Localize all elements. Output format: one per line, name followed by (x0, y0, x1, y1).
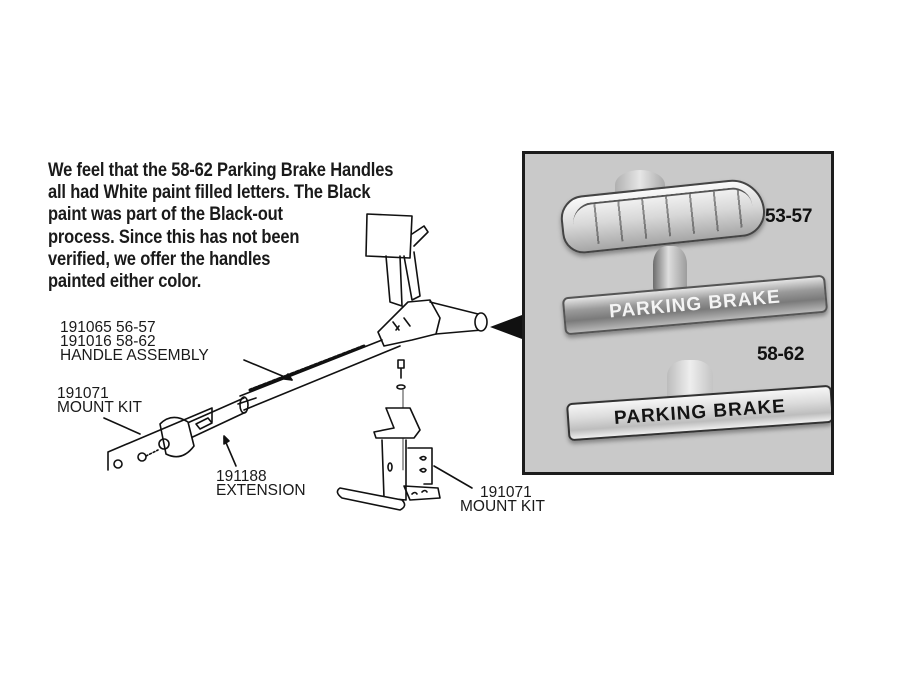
handle-black-letters: PARKING BRAKE (565, 384, 831, 442)
bolt (397, 359, 405, 379)
note-line: paint was part of the Black-out (48, 204, 283, 226)
handle-53-57 (558, 176, 768, 256)
mount-kit-left-part-number: 191071 (57, 385, 109, 402)
handle-comparison-photo: 53-57 PARKING BRAKE 58-62 PARKING BRAKE (522, 151, 834, 475)
note-line: process. Since this has not been (48, 226, 300, 248)
handle-rod (239, 339, 401, 411)
upper-bracket (365, 213, 413, 259)
note-line: painted either color. (48, 271, 202, 293)
handle-stem (653, 246, 687, 292)
callout-mount-kit-right: 191071 MOUNT KIT (460, 484, 545, 515)
leader-mount-kit-left (103, 417, 141, 435)
lower-bracket (373, 407, 421, 439)
extension-label: EXTENSION (216, 482, 306, 499)
pointer-arrow-icon (490, 315, 522, 339)
leader-mount-kit-right (433, 465, 473, 489)
handle-assembly-label: HANDLE ASSEMBLY (60, 347, 209, 364)
callout-mount-kit-left: 191071 MOUNT KIT (57, 385, 142, 416)
note-line: verified, we offer the handles (48, 248, 271, 270)
leader-handle-assembly (243, 359, 293, 381)
extension-part-number: 191188 (216, 468, 267, 485)
note-line: all had White paint filled letters. The … (48, 182, 371, 204)
handle-housing (377, 299, 441, 347)
mount-kit-left-label: MOUNT KIT (57, 399, 142, 416)
handle-white-letters: PARKING BRAKE (561, 274, 829, 336)
paint-fill-note: We feel that the 58-62 Parking Brake Han… (48, 160, 418, 293)
year-label-53-57: 53-57 (765, 206, 813, 227)
mount-kit-right-label: MOUNT KIT (460, 498, 545, 515)
handle-ribs (571, 185, 755, 247)
mount-kit-right-part-number: 191071 (480, 484, 532, 501)
handle-assembly-part-58-62: 191016 58-62 (60, 333, 156, 350)
callout-extension: 191188 EXTENSION (216, 468, 306, 499)
callout-handle-assembly: 191065 56-57 191016 58-62 HANDLE ASSEMBL… (60, 319, 209, 364)
note-line: We feel that the 58-62 Parking Brake Han… (48, 160, 394, 181)
foot-pedal (336, 487, 406, 511)
year-label-58-62: 58-62 (757, 344, 805, 365)
handle-assembly-part-56-57: 191065 56-57 (60, 319, 156, 336)
